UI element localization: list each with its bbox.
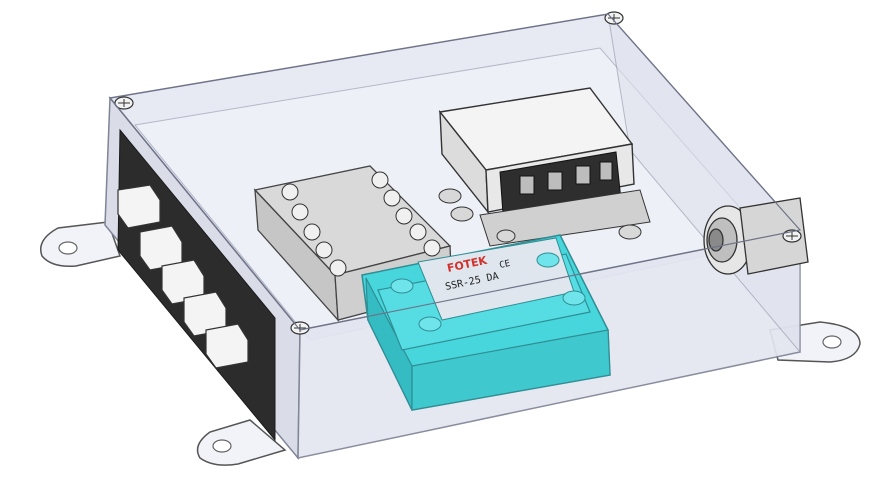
flange-hole-left xyxy=(58,241,78,255)
flange-left xyxy=(40,221,121,268)
relay-module xyxy=(438,87,651,247)
connector-1 xyxy=(117,184,161,229)
flange-hole-bottom xyxy=(212,439,232,453)
ssr-screws xyxy=(390,252,586,332)
left-connectors xyxy=(117,184,249,369)
cable-gland-icon xyxy=(703,197,809,275)
flange-hole-right xyxy=(822,335,842,349)
flange-bottom xyxy=(196,419,287,466)
relay-terminal-screws xyxy=(519,161,613,195)
lid-rim xyxy=(108,13,802,331)
floor-standoffs xyxy=(438,188,642,243)
connector-5 xyxy=(205,323,249,369)
solid-state-relay: FOTEK SSR-25 DA CE xyxy=(361,234,611,411)
ssr-ce-mark: CE xyxy=(499,259,512,271)
phillips-screw-icon xyxy=(114,11,802,335)
terminal-screws xyxy=(281,171,441,277)
